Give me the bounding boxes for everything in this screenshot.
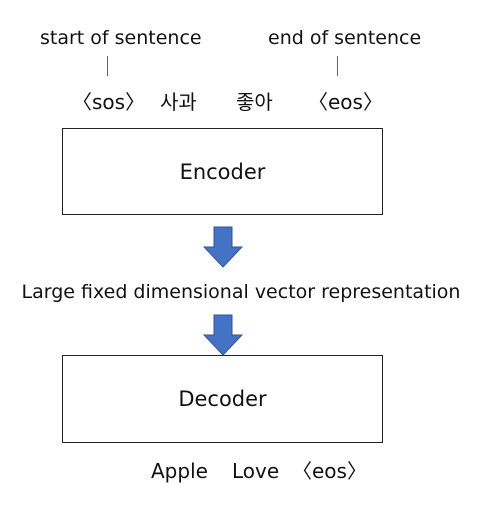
output-token-eos: 〈eos〉 [292,459,367,483]
encoder-label: Encoder [179,159,266,184]
end-of-sentence-label: end of sentence [268,27,422,49]
down-arrow-icon [203,226,243,268]
input-token-like-ko: 좋아 [236,90,273,114]
start-of-sentence-label: start of sentence [40,27,202,49]
input-token-eos: 〈eos〉 [308,90,383,114]
output-token-love: Love [232,459,280,483]
decoder-label: Decoder [178,387,267,411]
down-arrow-icon [203,314,243,356]
decoder-box: Decoder [62,355,383,443]
input-token-apple-ko: 사과 [160,90,197,114]
input-token-sos: 〈sos〉 [72,90,146,114]
encoder-box: Encoder [62,128,383,215]
output-token-apple: Apple [151,459,208,483]
end-connector-line [337,56,338,76]
vector-representation-label: Large fixed dimensional vector represent… [21,281,461,303]
start-connector-line [107,56,108,76]
